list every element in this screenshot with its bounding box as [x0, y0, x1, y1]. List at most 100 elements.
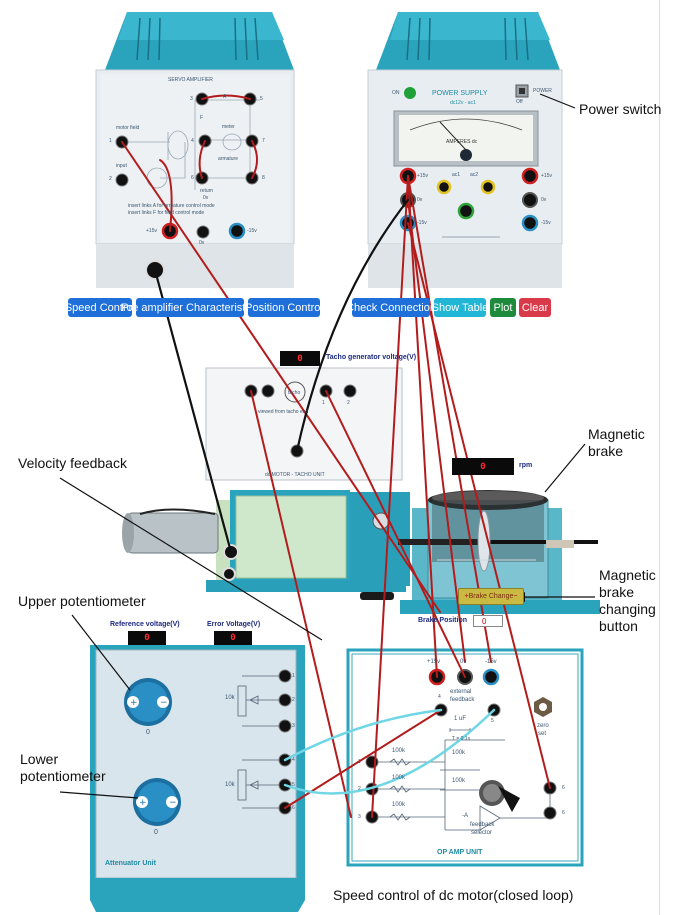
att-num-6: 6	[292, 805, 295, 811]
callout-lines	[59, 93, 595, 799]
motor-tacho-unit	[122, 367, 410, 600]
position-control-button[interactable]: Position Control	[245, 298, 323, 317]
ps-minus15: -15v	[417, 220, 427, 226]
opamp-r2: 100k	[392, 775, 406, 781]
page-divider	[659, 0, 660, 915]
ps-title: POWER SUPPLY	[432, 90, 488, 97]
servo-num-3: 3	[190, 96, 193, 102]
tacho-num-2: 2	[347, 400, 350, 406]
ps-0v: 0v	[417, 197, 423, 203]
ps-meter-label: AMPERES dc	[446, 139, 478, 145]
servo-num-7: 7	[262, 138, 265, 144]
servo-num-1: 1	[109, 138, 112, 144]
pre-amplifier-button[interactable]: Pre amplifier Characteristics	[121, 298, 259, 317]
opamp-r1: 100k	[392, 748, 406, 754]
ps-right-0v: 0v	[541, 197, 547, 203]
att-num-1: 1	[292, 673, 295, 679]
svg-text:+: +	[130, 698, 138, 708]
servo-num-2: 2	[109, 176, 112, 182]
callout-brake-button-4: button	[599, 618, 638, 634]
opamp-set: set	[538, 731, 547, 737]
tacho-num-1: 1	[322, 400, 325, 406]
svg-text:−: −	[160, 698, 168, 708]
upper-knob-value: 0	[146, 729, 150, 736]
servo-note-2: insert links F for field control mode	[128, 210, 205, 216]
plot-button[interactable]: Plot	[490, 298, 516, 317]
attenuator-r2-label: 10k	[225, 782, 235, 788]
lower-knob-value: 0	[154, 829, 158, 836]
clear-button[interactable]: Clear	[519, 298, 551, 317]
opamp-0v: 0v	[460, 659, 467, 665]
callout-brake-button-3: changing	[599, 601, 656, 617]
opamp-unit-label: OP AMP UNIT	[437, 849, 483, 856]
servo-label-input: input	[116, 163, 127, 169]
att-num-2: 2	[292, 697, 295, 703]
tacho-unit-label: dc MOTOR - TACHO UNIT	[265, 472, 325, 478]
servo-label-f: F	[200, 115, 204, 121]
servo-amplifier-unit	[95, 12, 295, 288]
ps-subtitle: dc12v - ac1	[450, 100, 476, 106]
feedback-selector-2: selector	[471, 830, 493, 836]
servo-num-4: 4	[191, 138, 194, 144]
attenuator-unit-label: Attenuator Unit	[105, 860, 156, 867]
opamp-cap: 1 uF	[454, 716, 467, 722]
servo-num-5: 5	[260, 96, 263, 102]
ps-ac1: ac1	[452, 172, 461, 178]
servo-label-armature: armature	[218, 156, 239, 162]
power-supply-unit	[367, 12, 563, 288]
opamp-num-6b: 6	[562, 810, 565, 816]
check-connection-button[interactable]: Check Connection	[346, 298, 436, 317]
feedback-selector-1: feedback	[470, 822, 495, 828]
servo-note-1: insert links A for armature control mode	[128, 203, 215, 209]
tacho-voltage-label: Tacho generator voltage(V)	[326, 354, 417, 361]
reference-voltage-label: Reference voltage(V)	[110, 621, 180, 628]
opamp-num-3: 3	[358, 814, 361, 820]
servo-label-0v-bottom: 0v	[199, 240, 205, 246]
callout-magnetic-brake-2: brake	[588, 443, 624, 459]
callout-brake-button-1: Magnetic	[599, 567, 656, 583]
ps-plus15: +15v	[417, 173, 428, 179]
brake-minus-icon: −	[513, 593, 518, 600]
callout-lower-pot-1: Lower	[20, 751, 59, 767]
show-table-button[interactable]: Show Table	[432, 298, 488, 317]
opamp-r3: 100k	[392, 802, 406, 808]
servo-label-a: A	[223, 94, 227, 100]
callout-brake-button-2: brake	[599, 584, 635, 600]
att-num-5: 5	[292, 782, 295, 788]
magnetic-brake	[398, 490, 600, 614]
speed-control-button[interactable]: Speed Control	[65, 298, 135, 317]
servo-label-meter: meter	[222, 124, 235, 130]
attenuator-unit: + − + −	[90, 645, 305, 912]
opamp-num-2: 2	[358, 786, 361, 792]
opamp-plus15: +15v	[427, 659, 441, 665]
ps-right-plus15: +15v	[541, 173, 552, 179]
callout-upper-pot: Upper potentiometer	[18, 593, 146, 609]
callout-lower-pot-2: potentiometer	[20, 768, 106, 784]
wires	[121, 94, 551, 818]
brake-position-value: 0	[473, 615, 503, 627]
opamp-zero: zero	[537, 723, 549, 729]
callout-magnetic-brake-1: Magnetic	[588, 426, 645, 442]
brake-change-button[interactable]: + Brake Change −	[458, 588, 524, 605]
brake-change-label: Brake Change	[468, 593, 514, 600]
att-num-4: 4	[292, 757, 295, 763]
servo-label-return: return	[200, 188, 214, 194]
tacho-viewed-label: viewed from tacho end	[258, 409, 309, 415]
ps-ac2: ac2	[470, 172, 479, 178]
brake-position-label: Brake Position	[418, 617, 468, 624]
att-num-3: 3	[292, 723, 295, 729]
ps-right-minus15: -15v	[541, 220, 551, 226]
opamp-feedback: feedback	[450, 697, 475, 703]
opamp-num-4: 4	[438, 694, 441, 700]
attenuator-r1-label: 10k	[225, 695, 235, 701]
tacho-label: tacho	[288, 390, 301, 396]
servo-label-plus15: +15v	[146, 228, 157, 234]
servo-title: SERVO AMPLIFIER	[168, 77, 213, 83]
svg-text:+: +	[139, 798, 147, 808]
servo-label-minus15: -15v	[247, 228, 257, 234]
opamp-num-1: 1	[358, 759, 361, 765]
error-voltage-display: 0	[214, 631, 252, 645]
ps-off-label: Off	[516, 99, 523, 105]
figure-caption: Speed control of dc motor(closed loop)	[333, 887, 574, 903]
